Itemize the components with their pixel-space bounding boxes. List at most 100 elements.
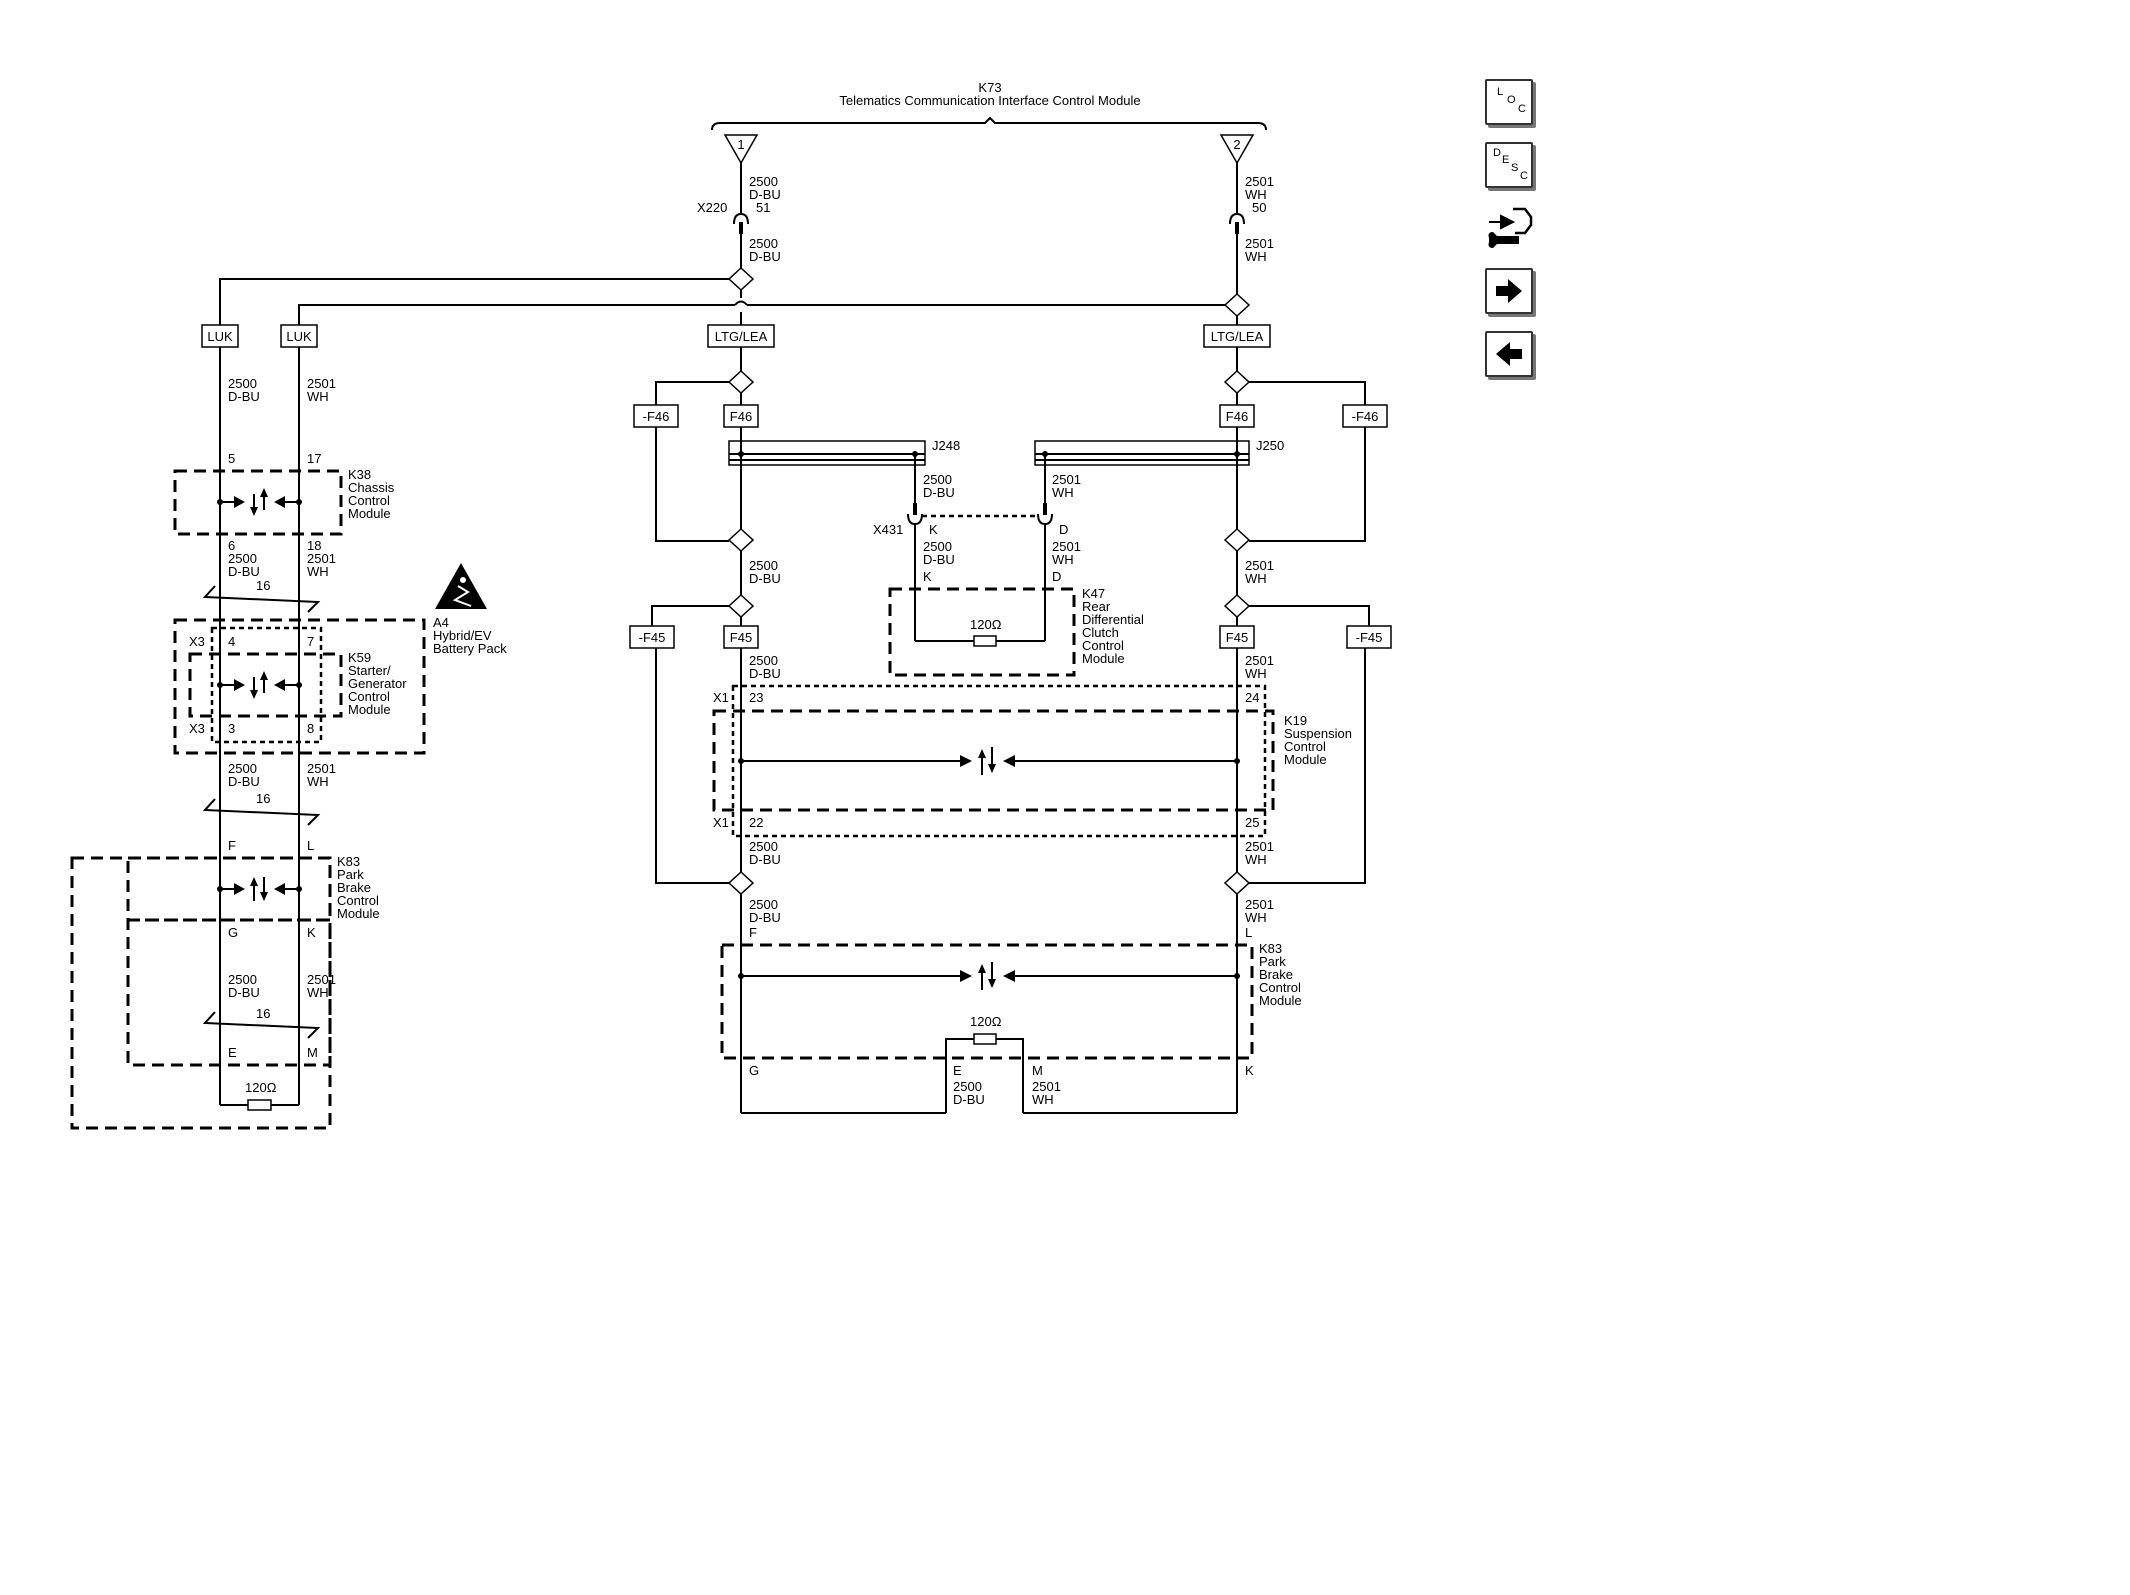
option-label: F46 — [730, 409, 752, 424]
wire-bypass — [1249, 427, 1366, 542]
can-transceiver-icon — [217, 671, 302, 699]
wire-label: D-BU — [923, 485, 955, 500]
splice — [727, 593, 755, 619]
loc-letter: C — [1518, 103, 1526, 115]
svg-text:A4: A4 — [433, 615, 449, 630]
wire-label: WH — [1245, 910, 1267, 925]
node — [1234, 451, 1240, 457]
twisted-pair-mark — [202, 798, 321, 826]
resistor-label: 120Ω — [970, 617, 1002, 632]
resistor-label: 120Ω — [245, 1080, 277, 1095]
wire-label: 2500 — [228, 551, 257, 566]
pin-1-label: 1 — [737, 137, 744, 152]
pin-label: 4 — [228, 634, 235, 649]
wire-label: 2500 — [749, 897, 778, 912]
svg-text:Module: Module — [1259, 993, 1302, 1008]
splice — [727, 369, 755, 395]
wiring-diagram-page: K73 Telematics Communication Interface C… — [70, 79, 1535, 1130]
wire-label: 2501 — [307, 551, 336, 566]
pin-2-label: 2 — [1233, 137, 1240, 152]
wire-f45-alt — [1249, 605, 1370, 626]
description-button[interactable]: D E S C — [1485, 142, 1533, 188]
twisted-pair-mark — [202, 585, 321, 613]
x220-connector-2 — [1229, 212, 1245, 225]
k47-module-box — [888, 587, 1076, 677]
connector-wrench-icon[interactable] — [1485, 205, 1535, 251]
x3-label: X3 — [189, 634, 205, 649]
wire-label: D-BU — [228, 389, 260, 404]
wire-label: 2501 — [1032, 1079, 1061, 1094]
svg-text:K83: K83 — [337, 854, 360, 869]
ltglea-label: LTG/LEA — [1211, 329, 1264, 344]
resistor-120 — [247, 1099, 272, 1111]
wire-label: 2500 — [749, 174, 778, 189]
wire-label: WH — [1245, 571, 1267, 586]
svg-text:K47: K47 — [1082, 586, 1105, 601]
wire-bypass — [655, 648, 729, 884]
svg-text:Module: Module — [1082, 651, 1125, 666]
option-nf45-box — [1346, 625, 1392, 649]
wire-label: D-BU — [228, 774, 260, 789]
pin-2-triangle — [1219, 134, 1255, 165]
desc-letter: D — [1493, 147, 1501, 159]
pin-label: G — [749, 1063, 759, 1078]
svg-text:K59: K59 — [348, 650, 371, 665]
x431-pin — [913, 503, 917, 515]
next-button[interactable] — [1485, 268, 1533, 314]
k38-module-box — [173, 469, 343, 536]
pin-label: 25 — [1245, 815, 1259, 830]
svg-text:Module: Module — [1284, 752, 1327, 767]
pin-label: D — [1052, 569, 1061, 584]
wire-label: D-BU — [749, 852, 781, 867]
k19-module-box — [712, 709, 1275, 812]
svg-text:Generator: Generator — [348, 676, 407, 691]
splice — [1223, 593, 1251, 619]
can-transceiver-icon — [738, 962, 1240, 990]
location-button[interactable]: L O C — [1485, 79, 1533, 125]
k19-label: K19 Suspension Control Module — [1284, 713, 1352, 767]
j250-label: J250 — [1256, 438, 1284, 453]
option-label: -F46 — [643, 409, 670, 424]
x220-connector-1 — [733, 212, 749, 225]
wire-label: D-BU — [749, 249, 781, 264]
k83-left-label: K83 Park Brake Control Module — [337, 854, 380, 921]
previous-button[interactable] — [1485, 331, 1533, 377]
pin-label: 18 — [307, 538, 321, 553]
pin-label: E — [953, 1063, 962, 1078]
svg-text:Control: Control — [1082, 638, 1124, 653]
wire-label: D-BU — [749, 571, 781, 586]
x220-pin-2 — [1235, 222, 1239, 234]
pin-label: K — [923, 569, 932, 584]
svg-text:Module: Module — [348, 506, 391, 521]
wire-label: D-BU — [749, 910, 781, 925]
pin-label: E — [228, 1045, 237, 1060]
pin-label: 6 — [228, 538, 235, 553]
svg-text:K19: K19 — [1284, 713, 1307, 728]
can-transceiver-icon — [217, 488, 302, 516]
k59-connector-x3 — [210, 626, 323, 744]
wire-label: 2500 — [749, 839, 778, 854]
wire-label: 2501 — [1245, 174, 1274, 189]
pin-label: M — [307, 1045, 318, 1060]
wire-label: WH — [307, 774, 329, 789]
option-label: -F45 — [639, 630, 666, 645]
j248-label: J248 — [932, 438, 960, 453]
k73-name: Telematics Communication Interface Contr… — [839, 93, 1140, 108]
pin-label: 8 — [307, 721, 314, 736]
option-nf45-box — [629, 625, 675, 649]
svg-text:Starter/: Starter/ — [348, 663, 391, 678]
splice — [1223, 527, 1251, 553]
pin-label: K — [1245, 1063, 1254, 1078]
x220-pin-50: 50 — [1252, 200, 1266, 215]
x1-label: X1 — [713, 815, 729, 830]
k59-label: K59 Starter/ Generator Control Module — [348, 650, 407, 717]
resistor-label: 120Ω — [970, 1014, 1002, 1029]
k38-label: K38 Chassis Control Module — [348, 467, 395, 521]
wire-label: 2501 — [1245, 897, 1274, 912]
wire-label: D-BU — [228, 564, 260, 579]
splice — [727, 266, 755, 292]
svg-text:Differential: Differential — [1082, 612, 1144, 627]
svg-text:Module: Module — [348, 702, 391, 717]
k59-module-box — [188, 652, 343, 718]
svg-text:Control: Control — [348, 689, 390, 704]
